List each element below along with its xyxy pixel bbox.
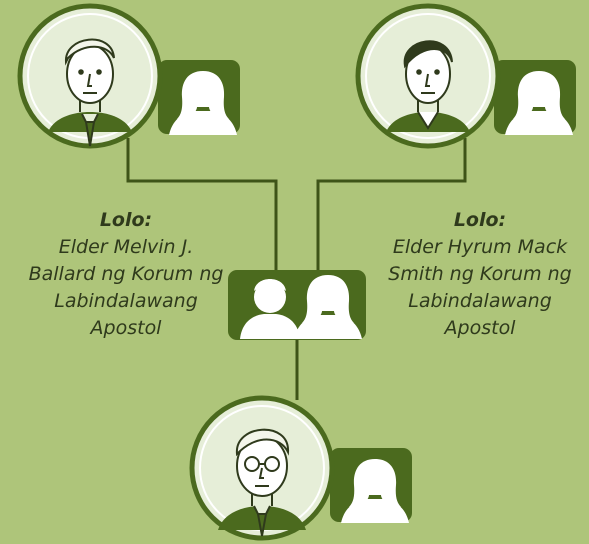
caption-right-role: Lolo: [453,209,507,231]
caption-left-role: Lolo: [99,209,153,231]
caption-right: Lolo: Elder Hyrum Mack Smith ng Korum ng… [380,207,580,342]
spouse-box-top-right [494,60,576,135]
couple-box [228,270,366,340]
portrait-top-right [355,3,501,149]
spouse-box-top-left [158,60,240,135]
connector-lines [126,138,467,400]
portrait-top-left [17,3,163,149]
spouse-box-bottom [330,448,412,523]
caption-left: Lolo: Elder Melvin J. Ballard ng Korum n… [28,207,224,342]
man-portrait-icon [386,40,470,132]
man-with-glasses-portrait-icon [218,428,306,537]
caption-left-name: Elder Melvin J. Ballard ng Korum ng Labi… [28,236,224,339]
caption-right-name: Elder Hyrum Mack Smith ng Korum ng Labin… [388,236,572,339]
man-portrait-icon [48,38,132,147]
portrait-bottom [189,395,335,541]
